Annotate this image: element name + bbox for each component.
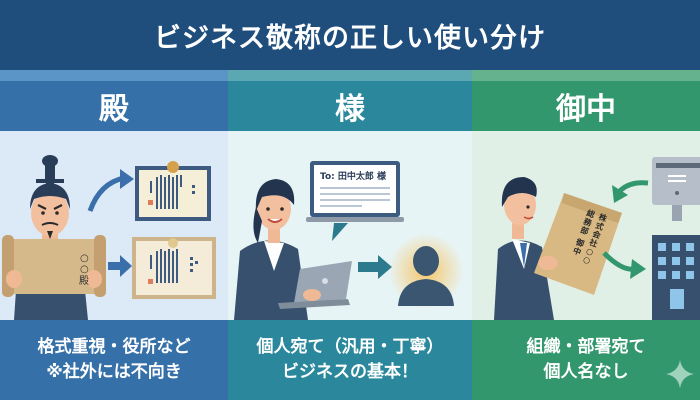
- ornate-certificate-icon: [132, 237, 216, 299]
- illustration-dono: ○ ○ 殿: [0, 131, 228, 320]
- arrow-icon: [602, 180, 649, 279]
- honorific-label-text: 様: [335, 92, 365, 127]
- description-line: 個人宛て（汎用・丁寧）: [256, 337, 444, 357]
- description-line: ビジネスの基本！: [282, 362, 418, 382]
- scroll-text: ○: [80, 253, 89, 264]
- description-line: 個人名なし: [543, 362, 629, 382]
- page-title: ビジネス敬称の正しい使い分け: [154, 22, 546, 54]
- email-window-icon: To: 田中太郎 様: [306, 161, 404, 241]
- formal-certificate-icon: [135, 161, 211, 221]
- person-silhouette-icon: [388, 233, 464, 309]
- mailbox-icon: [652, 157, 700, 221]
- illustration-sama: To: 田中太郎 様: [228, 131, 472, 320]
- honorific-label: 御中: [472, 81, 700, 131]
- honorific-label: 様: [228, 81, 472, 131]
- honorific-label-text: 御中: [556, 92, 616, 127]
- office-building-icon: [652, 235, 700, 320]
- description-band: 個人宛て（汎用・丁寧） ビジネスの基本！: [228, 320, 472, 400]
- samurai-official-icon: [14, 155, 88, 320]
- title-bar: ビジネス敬称の正しい使い分け: [0, 0, 700, 70]
- description-line: ※社外には不向き: [46, 362, 182, 382]
- description-line: 格式重視・役所など: [37, 337, 191, 357]
- svg-text:殿: 殿: [79, 275, 89, 287]
- businesswoman-icon: [234, 179, 308, 320]
- description-band: 組織・部署宛て 個人名なし: [472, 320, 700, 400]
- description-line: 組織・部署宛て: [526, 337, 646, 357]
- accent-strip: [472, 70, 700, 81]
- envelope-icon: 株式会社○○ 総務部御中: [534, 193, 622, 295]
- laptop-icon: [278, 261, 352, 309]
- envelope-text-company: 株式会社○○: [581, 211, 609, 266]
- arrow-icon: [87, 169, 134, 277]
- envelope-text-dept: 総務部御中: [571, 207, 597, 257]
- svg-text:○: ○: [80, 264, 89, 275]
- honorific-label: 殿: [0, 81, 228, 131]
- column-sama: 様: [228, 70, 472, 400]
- description-band: 格式重視・役所など ※社外には不向き: [0, 320, 228, 400]
- sparkle-icon: [666, 360, 694, 388]
- column-onchu: 御中: [472, 70, 700, 400]
- email-to-text: To: 田中太郎 様: [320, 170, 387, 182]
- illustration-onchu: 株式会社○○ 総務部御中: [472, 131, 700, 320]
- accent-strip: [0, 70, 228, 81]
- column-dono: 殿: [0, 70, 228, 400]
- honorific-label-text: 殿: [99, 92, 129, 127]
- honorifics-columns: 殿: [0, 70, 700, 400]
- accent-strip: [228, 70, 472, 81]
- scroll-icon: ○ ○ 殿: [2, 235, 106, 297]
- arrow-icon: [358, 255, 392, 279]
